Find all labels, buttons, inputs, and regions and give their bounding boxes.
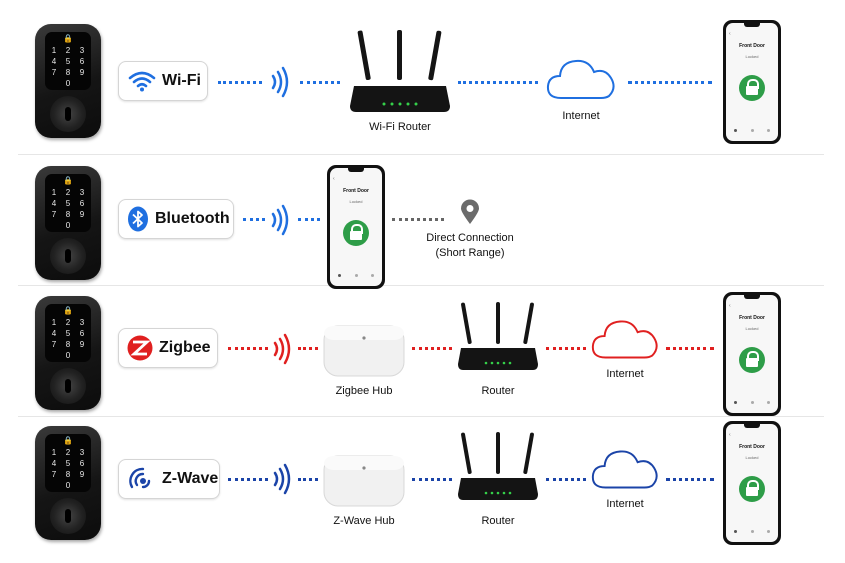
- cloud-icon: [591, 320, 658, 359]
- connection-line: [298, 218, 320, 221]
- connection-line: [218, 81, 262, 84]
- connection-line: [546, 347, 586, 350]
- wifi-badge: Wi-Fi: [118, 61, 208, 101]
- connection-line: [300, 81, 340, 84]
- node-label: Wi-Fi Router: [369, 121, 431, 133]
- connection-line: [392, 218, 444, 221]
- connection-line: [228, 478, 268, 481]
- connection-line: [298, 478, 318, 481]
- row-divider: [18, 416, 824, 417]
- protocol-label: Wi-Fi: [162, 72, 201, 89]
- connection-line: [666, 478, 714, 481]
- router-icon: [458, 432, 538, 500]
- lock-name: Front Door: [739, 43, 765, 49]
- connection-line: [412, 478, 452, 481]
- signal-waves-icon: [273, 333, 291, 365]
- node-label: Direct Connection: [426, 232, 514, 244]
- protocol-label: Zigbee: [159, 339, 211, 356]
- padlock-icon[interactable]: [739, 476, 765, 502]
- zigbee-icon: [127, 335, 153, 361]
- hub-icon: [323, 455, 405, 507]
- lock-status: Locked: [349, 199, 363, 204]
- padlock-icon[interactable]: [343, 220, 369, 246]
- cloud-icon: [546, 59, 615, 99]
- hub-icon: [323, 325, 405, 377]
- bluetooth-badge: Bluetooth: [118, 199, 234, 239]
- protocol-label: Bluetooth: [155, 210, 230, 227]
- zwave-badge: Z-Wave: [118, 459, 220, 499]
- smartphone: ‹ Front Door Locked: [723, 292, 781, 416]
- smartphone: ‹ Front Door Locked: [327, 165, 385, 289]
- lock-name: Front Door: [343, 188, 369, 194]
- signal-waves-icon: [271, 66, 289, 98]
- signal-waves-icon: [273, 463, 291, 495]
- bluetooth-icon: [128, 206, 148, 232]
- padlock-icon[interactable]: [739, 75, 765, 101]
- node-label: Zigbee Hub: [335, 385, 393, 397]
- protocol-label: Z-Wave: [162, 470, 219, 487]
- zwave-icon: [129, 467, 151, 489]
- lock-name: Front Door: [739, 315, 765, 321]
- row-divider: [18, 285, 824, 286]
- row-divider: [18, 154, 824, 155]
- wifi-icon: [128, 71, 156, 92]
- node-label: Router: [481, 515, 515, 527]
- node-label: Z-Wave Hub: [333, 515, 395, 527]
- signal-waves-icon: [271, 204, 289, 236]
- node-label: (Short Range): [435, 247, 505, 259]
- lock-status: Locked: [745, 326, 759, 331]
- connection-line: [628, 81, 712, 84]
- connection-line: [228, 347, 268, 350]
- cloud-icon: [591, 450, 658, 489]
- lock-status: Locked: [745, 54, 759, 59]
- zigbee-badge: Zigbee: [118, 328, 218, 368]
- router-icon: [458, 302, 538, 370]
- node-label: Router: [481, 385, 515, 397]
- connection-line: [243, 218, 265, 221]
- location-pin-icon: [461, 199, 479, 224]
- connection-line: [298, 347, 318, 350]
- node-label: Internet: [562, 110, 600, 122]
- node-label: Internet: [606, 498, 644, 510]
- connection-line: [546, 478, 586, 481]
- lock-status: Locked: [745, 455, 759, 460]
- padlock-icon[interactable]: [739, 347, 765, 373]
- router-icon: [350, 30, 450, 112]
- connection-line: [666, 347, 714, 350]
- smartphone: ‹ Front Door Locked: [723, 20, 781, 144]
- node-label: Internet: [606, 368, 644, 380]
- connection-line: [412, 347, 452, 350]
- lock-name: Front Door: [739, 444, 765, 450]
- connection-line: [458, 81, 538, 84]
- smartphone: ‹ Front Door Locked: [723, 421, 781, 545]
